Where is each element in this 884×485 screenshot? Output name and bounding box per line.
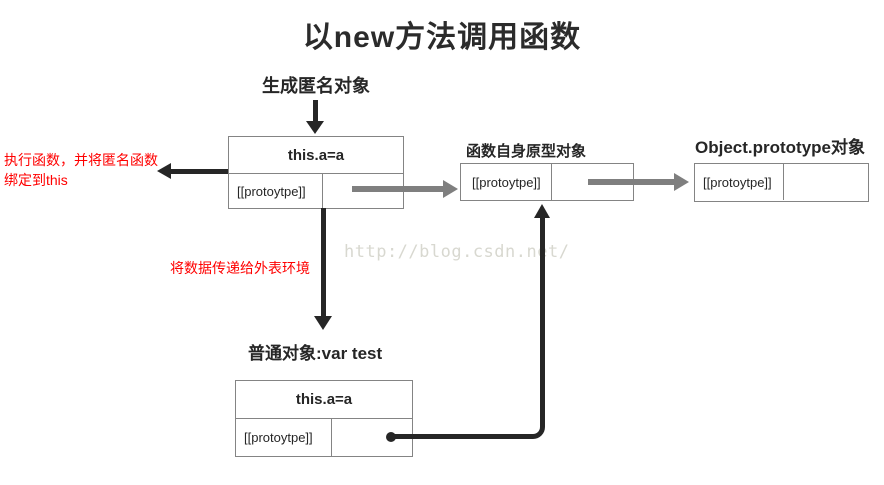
arrow-left-bind-shaft <box>170 169 228 174</box>
arrow-anon-to-funcproto-shaft <box>352 186 444 192</box>
box-object-prototype-cell: [[protoytpe]] <box>695 164 784 200</box>
connector-test-to-funcproto <box>390 218 545 439</box>
annotation-exec-bind-this: 执行函数，并将匿名函数 绑定到this <box>4 150 158 190</box>
arrow-down-generate-shaft <box>313 100 318 123</box>
arrow-down-generate-head <box>306 121 324 134</box>
connector-test-to-funcproto-head <box>534 204 550 218</box>
label-func-prototype: 函数自身原型对象 <box>466 143 587 160</box>
box-test-title: this.a=a <box>236 381 412 419</box>
diagram-title: 以new方法调用函数 <box>302 21 582 54</box>
label-object-prototype: Object.prototype对象 <box>695 138 866 157</box>
arrow-anon-to-funcproto-head <box>443 180 458 198</box>
arrow-left-bind-head <box>157 163 171 179</box>
box-anon-object: this.a=a [[protoytpe]] <box>228 136 404 209</box>
arrow-funcproto-to-objproto-head <box>674 173 689 191</box>
connector-test-to-funcproto-cap <box>386 432 396 442</box>
arrow-down-pass-data-shaft <box>321 208 326 318</box>
arrow-down-pass-data-head <box>314 316 332 330</box>
annotation-pass-data: 将数据传递给外表环境 <box>170 260 310 276</box>
label-generate-anon-object: 生成匿名对象 <box>262 76 370 96</box>
annotation-exec-line2: 绑定到this <box>4 172 68 188</box>
box-func-prototype-cell: [[protoytpe]] <box>461 164 552 200</box>
label-plain-object: 普通对象:var test <box>248 344 383 363</box>
box-test-prototype-cell: [[protoytpe]] <box>236 419 332 456</box>
box-anon-prototype-cell: [[protoytpe]] <box>229 174 323 208</box>
box-object-prototype-slot <box>784 164 868 200</box>
watermark-text: http://blog.csdn.net/ <box>344 242 570 262</box>
box-object-prototype: [[protoytpe]] <box>694 163 869 202</box>
annotation-exec-line1: 执行函数，并将匿名函数 <box>4 152 158 168</box>
arrow-funcproto-to-objproto-shaft <box>588 179 675 185</box>
box-test-object: this.a=a [[protoytpe]] <box>235 380 413 457</box>
box-anon-title: this.a=a <box>229 137 403 174</box>
